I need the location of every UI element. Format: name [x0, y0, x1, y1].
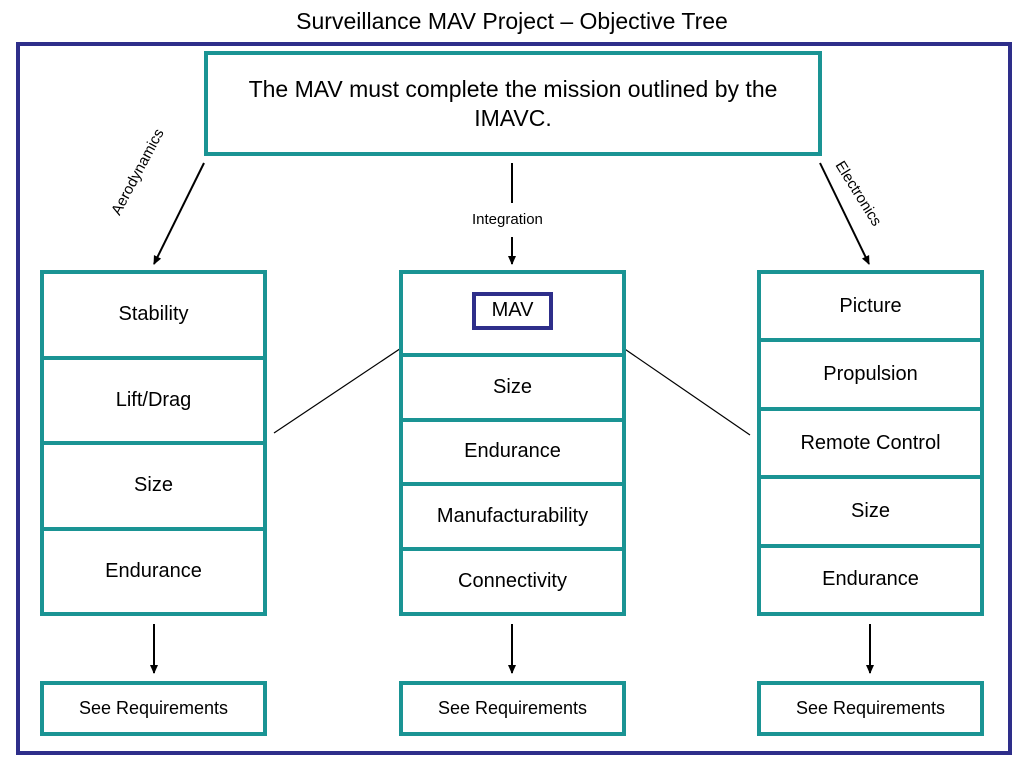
- goal-box: The MAV must complete the mission outlin…: [204, 51, 822, 156]
- branch-label-integration: Integration: [472, 211, 543, 228]
- objective-endurance: Endurance: [403, 422, 622, 487]
- mav-label: MAV: [471, 292, 554, 330]
- objective-endurance: Endurance: [822, 568, 919, 591]
- goal-text: The MAV must complete the mission outlin…: [248, 76, 778, 131]
- objective-size: Size: [761, 479, 980, 548]
- objective-picture: Picture: [761, 274, 980, 343]
- aerodynamics-objectives: Stability Lift/Drag Size Endurance: [40, 270, 267, 616]
- objective-mav-cell: MAV: [403, 274, 622, 357]
- objective-connectivity: Connectivity: [458, 570, 567, 593]
- objective-stability: Stability: [44, 274, 263, 360]
- objective-lift-drag: Lift/Drag: [44, 360, 263, 445]
- objective-size: Size: [44, 445, 263, 531]
- requirements-box-integration: See Requirements: [399, 681, 626, 736]
- integration-objectives: MAV Size Endurance Manufacturability Con…: [399, 270, 626, 616]
- page-title: Surveillance MAV Project – Objective Tre…: [296, 8, 728, 34]
- objective-remote-control: Remote Control: [761, 411, 980, 480]
- objective-propulsion: Propulsion: [761, 342, 980, 411]
- electronics-objectives: Picture Propulsion Remote Control Size E…: [757, 270, 984, 616]
- objective-size: Size: [403, 357, 622, 422]
- diagram-frame: [16, 42, 1012, 755]
- requirements-box-aerodynamics: See Requirements: [40, 681, 267, 736]
- requirements-box-electronics: See Requirements: [757, 681, 984, 736]
- objective-manufacturability: Manufacturability: [403, 486, 622, 552]
- objective-endurance: Endurance: [105, 559, 202, 582]
